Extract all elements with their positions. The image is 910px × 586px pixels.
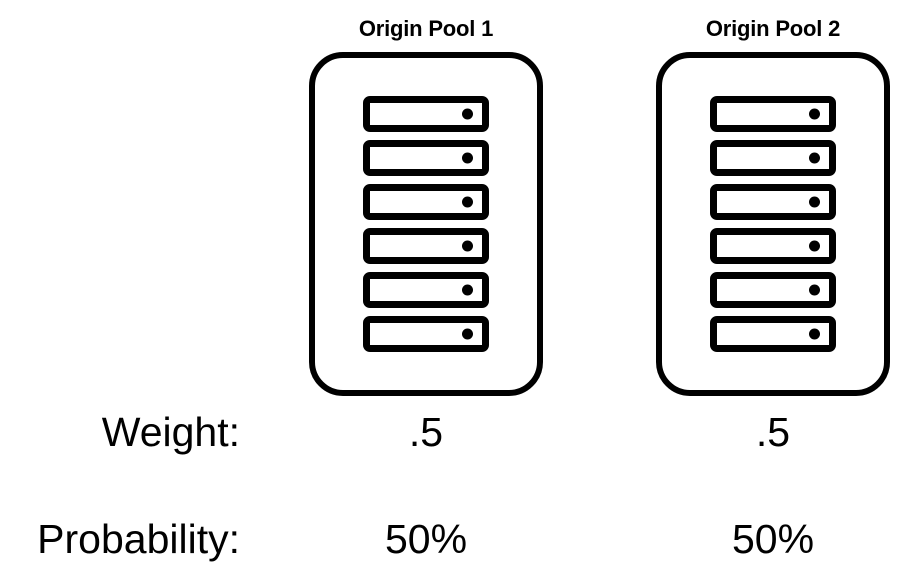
probability-value-pool-2: 50%	[731, 516, 815, 562]
server-led-icon	[462, 284, 473, 296]
origin-pool-2-container[interactable]	[656, 52, 890, 396]
server-unit[interactable]	[363, 228, 489, 264]
server-unit[interactable]	[710, 184, 836, 220]
server-unit[interactable]	[363, 184, 489, 220]
origin-pool-1-container[interactable]	[309, 52, 543, 396]
server-led-icon	[809, 108, 820, 120]
server-unit[interactable]	[363, 316, 489, 352]
server-led-icon	[462, 108, 473, 120]
server-unit[interactable]	[710, 272, 836, 308]
server-led-icon	[462, 240, 473, 252]
server-led-icon	[809, 240, 820, 252]
server-led-icon	[462, 196, 473, 208]
weight-value-pool-1: .5	[408, 409, 444, 455]
probability-row-label: Probability:	[37, 516, 240, 562]
server-unit[interactable]	[710, 228, 836, 264]
server-unit[interactable]	[710, 316, 836, 352]
probability-value-pool-1: 50%	[384, 516, 468, 562]
server-unit[interactable]	[363, 272, 489, 308]
origin-pool-1-column: Origin Pool 1	[309, 0, 543, 396]
server-led-icon	[809, 284, 820, 296]
server-unit[interactable]	[710, 140, 836, 176]
weight-row-label: Weight:	[101, 409, 240, 455]
origin-pool-2-column: Origin Pool 2	[656, 0, 890, 396]
weight-value-pool-2: .5	[755, 409, 791, 455]
server-led-icon	[809, 196, 820, 208]
server-unit[interactable]	[710, 96, 836, 132]
server-led-icon	[809, 328, 820, 340]
origin-pool-1-title: Origin Pool 1	[358, 16, 494, 41]
server-led-icon	[809, 152, 820, 164]
server-led-icon	[462, 328, 473, 340]
server-led-icon	[462, 152, 473, 164]
origin-pool-2-title: Origin Pool 2	[705, 16, 841, 41]
server-unit[interactable]	[363, 140, 489, 176]
server-unit[interactable]	[363, 96, 489, 132]
